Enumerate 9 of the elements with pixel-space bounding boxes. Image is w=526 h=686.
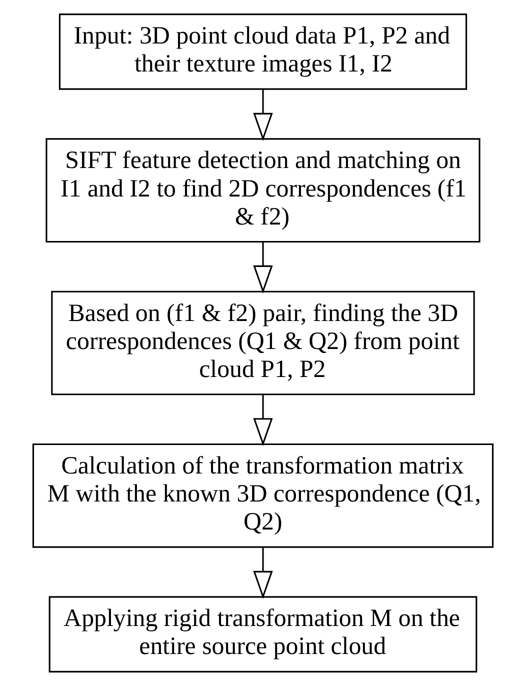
arrow bbox=[253, 548, 273, 599]
arrow bbox=[253, 242, 273, 294]
node-box: SIFT feature detection and matching on I1 and I2 to find 2D correspondences (f1 & f2) bbox=[46, 138, 480, 243]
arrow bbox=[253, 90, 273, 141]
node-box: Based on (f1 & f2) pair, finding the 3D correspondences (Q1 & Q2) from point cloud P1, P2 bbox=[51, 290, 475, 396]
node-box: Input: 3D point cloud data P1, P2 and their texture images I1, I2 bbox=[58, 14, 468, 90]
node-box: Applying rigid transformation M on the entire source point cloud bbox=[48, 596, 478, 672]
arrow bbox=[253, 394, 273, 446]
node-box: Calculation of the transformation matrix M with the known 3D correspondence (Q1, Q2) bbox=[32, 443, 494, 548]
